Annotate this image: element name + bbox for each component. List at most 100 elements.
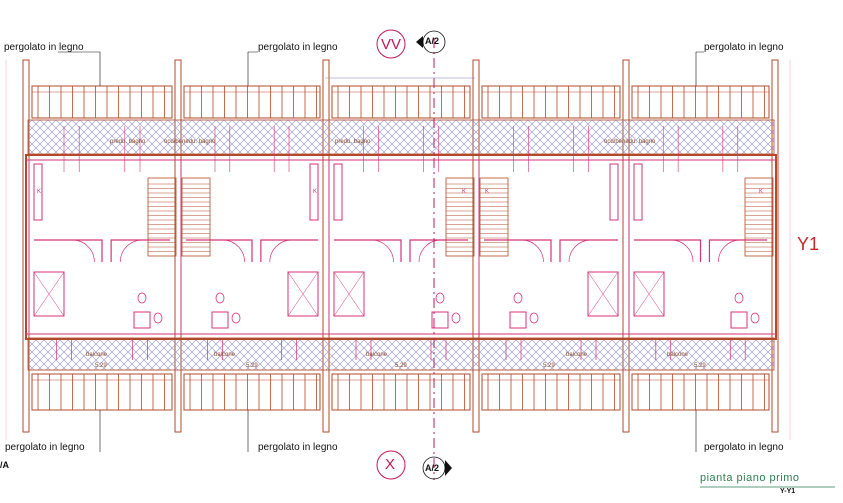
bed: [33, 271, 65, 317]
bidet-fixture: [153, 312, 163, 324]
corridor-wall: [34, 239, 103, 262]
balcony-label-5: balcone: [667, 352, 689, 358]
pergola-label-top-center: pergolato in legno: [258, 42, 338, 53]
wc-fixture: [435, 292, 445, 304]
axis-label-y1: Y1: [797, 234, 820, 254]
section-bottom-label: A/2: [425, 463, 440, 473]
pergola-top-frame: [31, 85, 173, 119]
upper-hatch-strip: [27, 119, 775, 155]
pergola-label-top-left: pergolato in legno: [4, 42, 84, 53]
corridor-wall: [334, 239, 402, 262]
balcony-label-2: balcone: [214, 352, 236, 358]
pergola-top-frame: [331, 85, 471, 119]
bottom-marker-circle: [376, 450, 406, 480]
balcony-label-4: balcone: [566, 352, 588, 358]
structural-post: [771, 59, 779, 433]
pergola-bottom-frame: [31, 373, 173, 411]
bed-cross: [587, 271, 619, 317]
section-bottom-arrow: [445, 460, 452, 476]
span-width-4: 5.29: [543, 363, 555, 369]
kitchen-counter: [33, 163, 43, 221]
kitchen-label-1: K: [37, 189, 42, 195]
structural-post: [622, 59, 630, 433]
top-marker-label: VV: [381, 36, 402, 53]
door-swing: [222, 239, 245, 263]
corner-label-bottom-right: Y-Y1: [780, 488, 796, 495]
door-swing: [72, 239, 95, 263]
corridor-wall: [110, 239, 170, 262]
corridor-wall: [708, 239, 767, 262]
apartment-units: [25, 126, 777, 371]
door-swing: [521, 239, 544, 263]
stair-block: [147, 177, 177, 257]
kitchen-counter: [333, 163, 343, 221]
bidet-fixture: [231, 312, 241, 324]
bidet-fixture: [750, 312, 760, 324]
section-top-arrow: [416, 36, 423, 48]
door-swing: [418, 239, 442, 263]
strip-label-4: ocu/benedu. bagno: [604, 139, 656, 145]
label-leader: [58, 51, 101, 86]
bidet-fixture: [451, 312, 461, 324]
stair-block: [479, 177, 509, 257]
door-swing: [371, 239, 394, 263]
pergola-bottom-frame: [481, 373, 621, 411]
stair-block: [445, 177, 475, 257]
pergola-top-frame: [631, 85, 770, 119]
corridor-wall: [484, 239, 552, 262]
kitchen-label-4: K: [485, 189, 490, 195]
strip-label-3: predu. bagno: [335, 139, 371, 145]
drawing-title: pianta piano primo: [700, 472, 800, 484]
strip-label-2: ocu/benedu. bagno: [164, 139, 216, 145]
wc-fixture: [215, 292, 225, 304]
bed-cross: [633, 271, 665, 317]
span-width-1: 5.29: [95, 363, 107, 369]
bed: [287, 271, 319, 317]
outer-wall: [25, 154, 777, 340]
bed: [333, 271, 365, 317]
kitchen-label-3: K: [462, 189, 467, 195]
pergola-label-bottom-right: pergolato in legno: [704, 442, 784, 453]
label-leader: [695, 51, 704, 86]
stair-block: [181, 177, 211, 257]
kitchen-counter: [309, 163, 319, 221]
door-swing: [671, 239, 694, 263]
shower-tray: [211, 311, 229, 329]
shower-tray: [431, 311, 449, 329]
pergola-label-top-right: pergolato in legno: [704, 42, 784, 53]
stair-block: [744, 177, 774, 257]
shower-tray: [509, 311, 527, 329]
strip-label-1: predu. bagno: [110, 139, 146, 145]
corridor-wall: [634, 239, 702, 262]
corridor-wall: [260, 239, 318, 262]
kitchen-counter: [609, 163, 619, 221]
bed: [587, 271, 619, 317]
wc-fixture: [137, 292, 147, 304]
corner-label-left: /A: [0, 460, 9, 470]
kitchen-label-5: K: [759, 189, 764, 195]
pergola-bands: [5, 51, 791, 452]
bed-cross: [33, 271, 65, 317]
wc-fixture: [734, 292, 744, 304]
kitchen-counter: [633, 163, 643, 221]
bed-cross: [333, 271, 365, 317]
pergola-label-bottom-left: pergolato in legno: [5, 442, 85, 453]
balcony-label-1: balcone: [86, 352, 108, 358]
door-swing: [718, 239, 741, 263]
kitchen-label-2: K: [313, 189, 318, 195]
label-leader: [247, 51, 258, 86]
bidet-fixture: [529, 312, 539, 324]
pergola-top-frame: [481, 85, 621, 119]
corridor-wall: [186, 239, 253, 262]
pergola-bottom-frame: [183, 373, 321, 411]
pergola-bottom-frame: [631, 373, 770, 411]
bottom-marker-label: X: [385, 456, 396, 473]
pergola-top-frame: [183, 85, 321, 119]
bed-cross: [287, 271, 319, 317]
shower-tray: [133, 311, 151, 329]
bed: [633, 271, 665, 317]
span-width-3: 5.29: [395, 363, 407, 369]
wc-fixture: [513, 292, 523, 304]
pergola-label-bottom-center: pergolato in legno: [258, 442, 338, 453]
